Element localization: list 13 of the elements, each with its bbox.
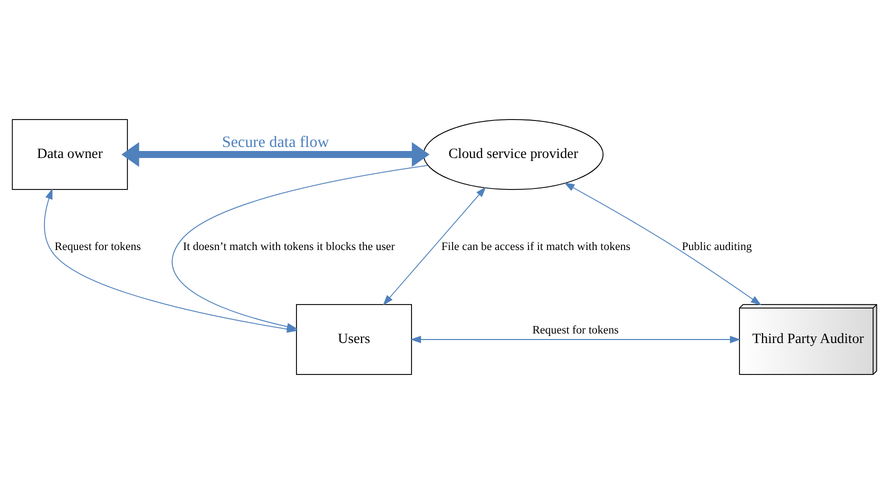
edge-label: Secure data flow xyxy=(222,133,329,150)
arrow xyxy=(121,142,430,166)
node-box: Users xyxy=(296,304,412,374)
arrow xyxy=(564,182,762,305)
edge-label: Request for tokens xyxy=(54,240,141,253)
edge-label: Request for tokens xyxy=(532,324,619,336)
arrow xyxy=(410,335,741,343)
edge-label: It doesn’t match with tokens it blocks the user xyxy=(183,240,395,253)
arrow xyxy=(172,164,428,330)
edge-label: File can be access if it match with tokens xyxy=(441,240,630,253)
edge-label: Public auditing xyxy=(682,240,752,253)
arrow xyxy=(382,186,486,305)
node-box: Data owner xyxy=(12,118,128,190)
